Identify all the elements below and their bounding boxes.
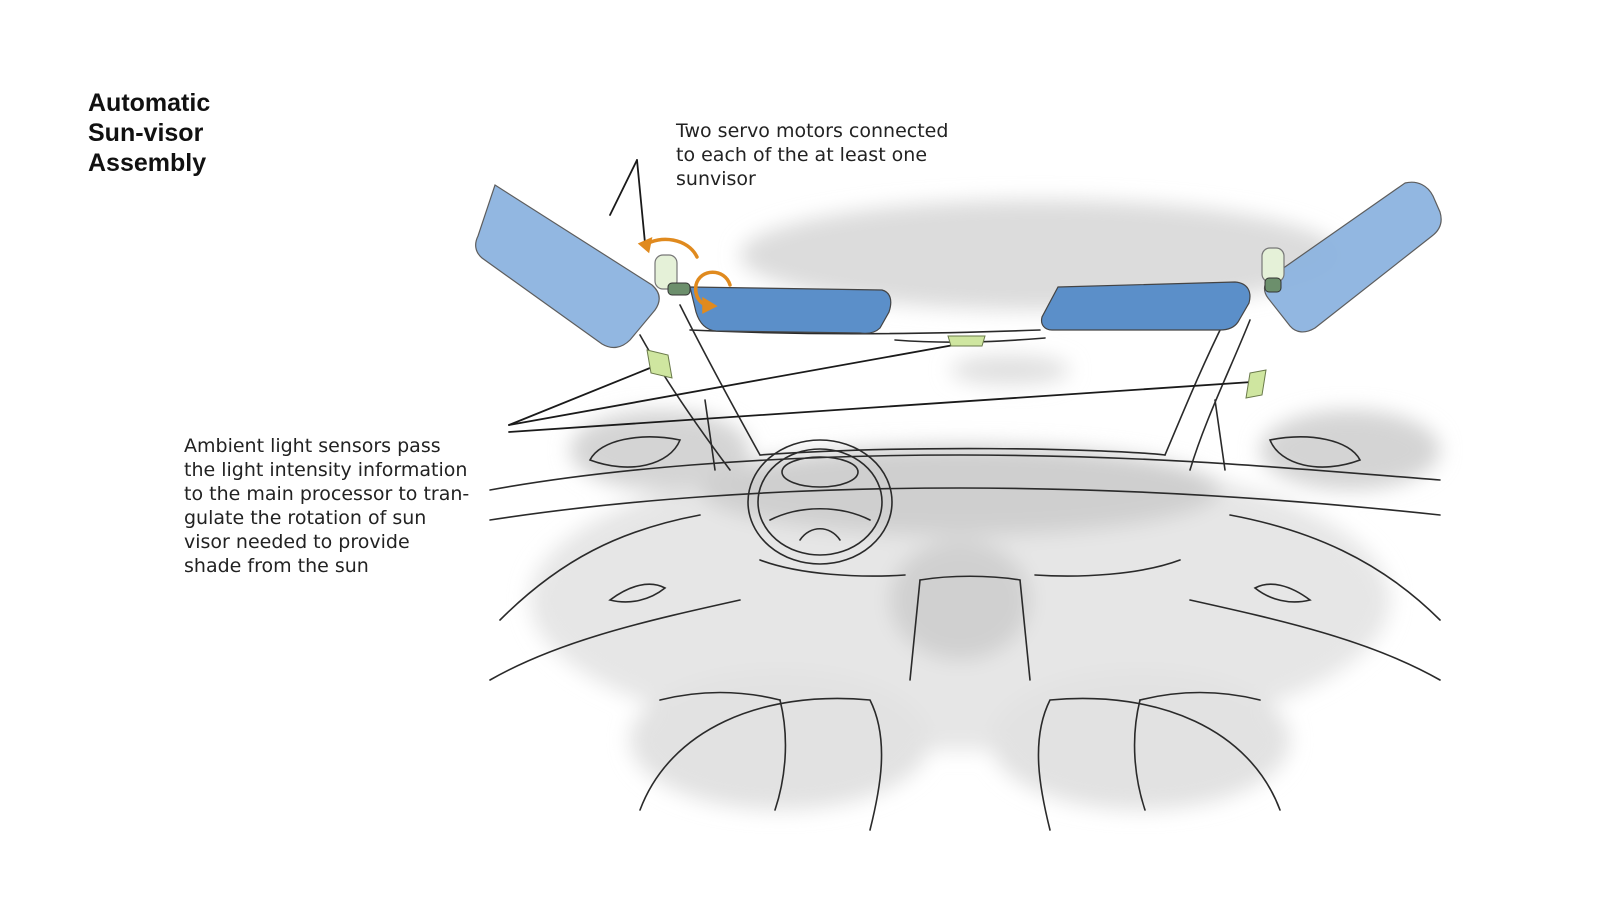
- title-line: Automatic: [88, 89, 211, 117]
- right-side-visor: [1263, 181, 1442, 333]
- cabin-shading: [530, 200, 1440, 810]
- servo-motor-right-top: [1261, 247, 1285, 293]
- callout-line: gulate the rotation of sun: [184, 507, 427, 529]
- callout-line: sunvisor: [676, 168, 756, 190]
- servo-motor-left-top: [654, 254, 691, 296]
- callout-line: to the main processor to tran-: [184, 483, 470, 505]
- left-front-visor: [689, 286, 892, 334]
- right-front-visor: [1040, 281, 1251, 331]
- callout-line: to each of the at least one: [676, 144, 928, 166]
- light-sensors-callout: Ambient light sensors pass the light int…: [184, 434, 469, 578]
- leader-lines: [508, 159, 1253, 433]
- servo-motors-callout: Two servo motors connected to each of th…: [676, 119, 948, 191]
- callout-line: visor needed to provide: [184, 531, 410, 553]
- title-line: Assembly: [88, 149, 207, 177]
- left-side-visor: [475, 184, 660, 349]
- ambient-light-sensors: [646, 335, 1267, 399]
- title-line: Sun-visor: [88, 119, 204, 147]
- rotation-arrows: [637, 237, 732, 314]
- callout-line: Two servo motors connected: [676, 120, 949, 142]
- callout-line: Ambient light sensors pass: [184, 435, 441, 457]
- interior-sketch-lines: [489, 304, 1441, 831]
- callout-line: the light intensity information: [184, 459, 468, 481]
- diagram-title: Automatic Sun-visor Assembly: [88, 88, 210, 178]
- callout-line: shade from the sun: [184, 555, 369, 577]
